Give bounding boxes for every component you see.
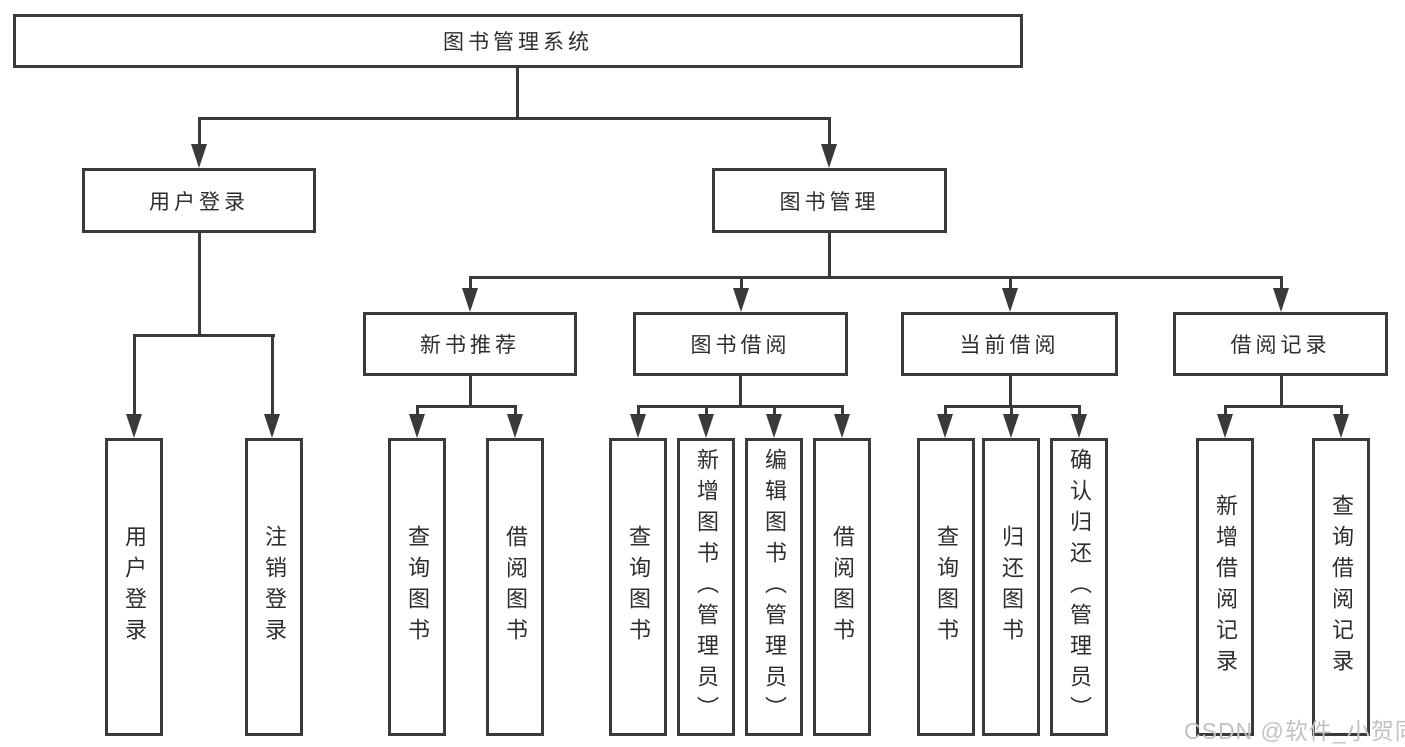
- node-label: 图书管理: [779, 190, 880, 214]
- connector-line: [1340, 405, 1343, 416]
- node-label: 借阅图书: [830, 525, 855, 649]
- node-login: 用户登录: [105, 438, 163, 736]
- connector-line: [469, 376, 472, 407]
- node-label: 查询借阅记录: [1329, 494, 1354, 680]
- node-library-system: 图书管理系统: [13, 14, 1023, 68]
- node-label: 图书借阅: [690, 334, 791, 357]
- connector-line: [516, 68, 519, 119]
- connector-line: [469, 276, 472, 291]
- connector-line: [198, 117, 831, 120]
- node-bb-query-books: 查询图书: [609, 438, 667, 736]
- connector-line: [637, 405, 843, 408]
- arrowhead-down-icon: [630, 414, 646, 438]
- node-label: 归还图书: [999, 525, 1024, 649]
- node-label: 查询图书: [405, 525, 430, 649]
- connector-line: [1280, 376, 1283, 407]
- connector-line: [637, 405, 640, 416]
- connector-line: [705, 405, 708, 416]
- node-label: 查询图书: [626, 525, 651, 649]
- arrowhead-down-icon: [507, 414, 523, 438]
- connector-line: [198, 117, 201, 145]
- node-label: 借阅记录: [1230, 334, 1331, 357]
- arrowhead-down-icon: [1333, 414, 1349, 438]
- connector-line: [841, 405, 844, 416]
- node-cb-query-books: 查询图书: [917, 438, 975, 736]
- node-bb-edit-books-admin: 编辑图书（管理员）: [745, 438, 803, 736]
- arrowhead-down-icon: [1071, 414, 1087, 438]
- node-cb-return-books: 归还图书: [982, 438, 1040, 736]
- node-cb-confirm-return-admin: 确认归还（管理员）: [1050, 438, 1108, 736]
- arrowhead-down-icon: [1003, 414, 1019, 438]
- node-label: 借阅图书: [503, 525, 528, 649]
- node-label: 编辑图书（管理员）: [762, 447, 787, 727]
- node-label: 当前借阅: [959, 334, 1060, 357]
- node-bb-borrow-books: 借阅图书: [813, 438, 871, 736]
- connector-line: [740, 276, 743, 291]
- connector-line: [514, 405, 517, 416]
- arrowhead-down-icon: [462, 288, 478, 312]
- connector-line: [1224, 405, 1227, 416]
- node-logout: 注销登录: [245, 438, 303, 736]
- connector-line: [828, 233, 831, 279]
- node-nb-borrow-books: 借阅图书: [486, 438, 544, 736]
- node-bb-add-books-admin: 新增图书（管理员）: [677, 438, 735, 736]
- arrowhead-down-icon: [834, 414, 850, 438]
- arrowhead-down-icon: [766, 414, 782, 438]
- arrowhead-down-icon: [409, 414, 425, 438]
- connector-line: [198, 233, 201, 337]
- node-br-add-record: 新增借阅记录: [1196, 438, 1254, 736]
- node-label: 确认归还（管理员）: [1067, 447, 1092, 727]
- connector-line: [739, 376, 742, 407]
- arrowhead-down-icon: [126, 414, 142, 438]
- connector-line: [773, 405, 776, 416]
- connector-line: [828, 117, 831, 145]
- node-book-management: 图书管理: [712, 168, 947, 233]
- node-label: 图书管理系统: [443, 31, 593, 54]
- node-label: 新书推荐: [420, 334, 520, 357]
- arrowhead-down-icon: [937, 414, 953, 438]
- connector-line: [416, 405, 419, 416]
- node-br-query-record: 查询借阅记录: [1312, 438, 1370, 736]
- node-borrow-records: 借阅记录: [1173, 312, 1388, 376]
- node-label: 注销登录: [262, 525, 287, 649]
- node-user-login: 用户登录: [82, 168, 316, 233]
- node-label: 用户登录: [149, 190, 249, 214]
- connector-line: [271, 334, 274, 416]
- node-nb-query-books: 查询图书: [388, 438, 446, 736]
- arrowhead-down-icon: [733, 288, 749, 312]
- connector-line: [1078, 405, 1081, 416]
- connector-line: [469, 276, 1281, 279]
- node-current-borrow: 当前借阅: [901, 312, 1118, 376]
- arrowhead-down-icon: [264, 414, 280, 438]
- node-label: 新增借阅记录: [1213, 494, 1238, 680]
- connector-line: [1009, 276, 1012, 291]
- connector-line: [416, 405, 516, 408]
- arrowhead-down-icon: [698, 414, 714, 438]
- arrowhead-down-icon: [821, 144, 837, 168]
- arrowhead-down-icon: [1217, 414, 1233, 438]
- arrowhead-down-icon: [1273, 288, 1289, 312]
- connector-line: [1009, 376, 1012, 407]
- connector-line: [1280, 276, 1283, 291]
- node-label: 用户登录: [122, 525, 147, 649]
- connector-line: [1224, 405, 1342, 408]
- watermark-text: CSDN @软件_小贺同学: [1184, 718, 1405, 744]
- node-label: 查询图书: [934, 525, 959, 649]
- connector-line: [1010, 405, 1013, 416]
- connector-line: [133, 334, 275, 337]
- arrowhead-down-icon: [191, 144, 207, 168]
- node-label: 新增图书（管理员）: [694, 447, 719, 727]
- connector-line: [944, 405, 947, 416]
- node-book-borrow: 图书借阅: [633, 312, 848, 376]
- connector-line: [133, 334, 136, 416]
- arrowhead-down-icon: [1002, 288, 1018, 312]
- node-new-book-recommend: 新书推荐: [363, 312, 577, 376]
